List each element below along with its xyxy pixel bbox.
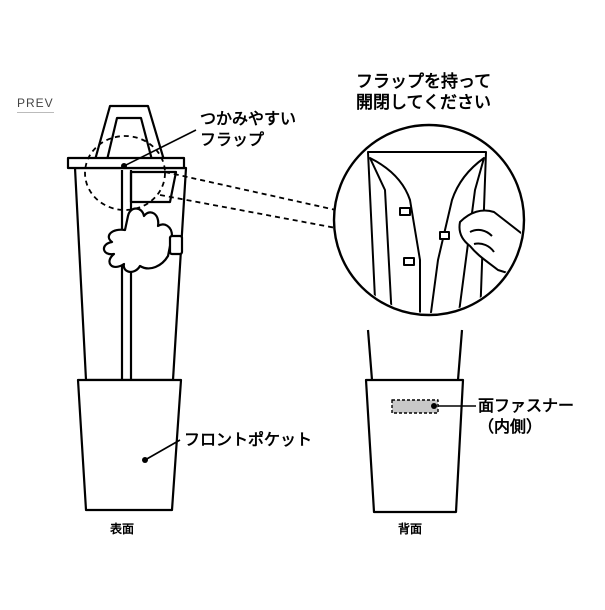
flap-label: つかみやすい フラップ bbox=[200, 108, 296, 150]
side-flap bbox=[129, 170, 178, 204]
glove-hand bbox=[102, 207, 174, 273]
glove-cuff bbox=[168, 234, 184, 256]
flap-leader bbox=[123, 129, 197, 167]
velcro-label: 面ファスナー （内側） bbox=[478, 395, 574, 437]
back-sleeve-upper bbox=[366, 329, 464, 381]
zoom-line-top bbox=[164, 171, 346, 213]
instruction-label: フラップを持って 開閉してください bbox=[356, 72, 491, 114]
back-caption: 背面 bbox=[398, 522, 423, 536]
zoom-circle-small bbox=[84, 135, 166, 211]
flap-leader-dot bbox=[121, 163, 127, 169]
zoom-tab-2 bbox=[403, 257, 415, 266]
magnified-view bbox=[332, 123, 526, 317]
zoom-tab-1 bbox=[399, 207, 411, 216]
zoom-flap-left bbox=[369, 157, 421, 313]
back-view bbox=[364, 329, 465, 514]
flap-label-line2: フラップ bbox=[200, 130, 265, 149]
instruction-line2: 開閉してください bbox=[356, 93, 491, 113]
instruction-line1: フラップを持って bbox=[356, 72, 492, 92]
sleeve-rim bbox=[66, 156, 186, 170]
velcro-label-line1: 面ファスナー bbox=[478, 396, 575, 415]
front-caption: 表面 bbox=[110, 522, 135, 536]
pocket-leader bbox=[144, 439, 181, 461]
velcro-label-line2: （内側） bbox=[478, 417, 543, 436]
zoom-line-bottom bbox=[159, 194, 337, 229]
front-view bbox=[66, 104, 188, 512]
flap-opening bbox=[120, 170, 133, 380]
front-pocket bbox=[76, 378, 183, 512]
zoom-hand-fingers bbox=[469, 228, 495, 253]
zoom-tab-3 bbox=[439, 231, 450, 240]
flap-label-line1: つかみやすい bbox=[200, 109, 297, 128]
back-pocket bbox=[364, 378, 465, 514]
zoom-flap-right bbox=[429, 157, 485, 313]
front-pocket-label: フロントポケット bbox=[184, 430, 313, 449]
pocket-leader-dot bbox=[142, 457, 148, 463]
prev-link[interactable]: PREV bbox=[17, 96, 54, 113]
velcro-leader-dot bbox=[431, 403, 437, 409]
